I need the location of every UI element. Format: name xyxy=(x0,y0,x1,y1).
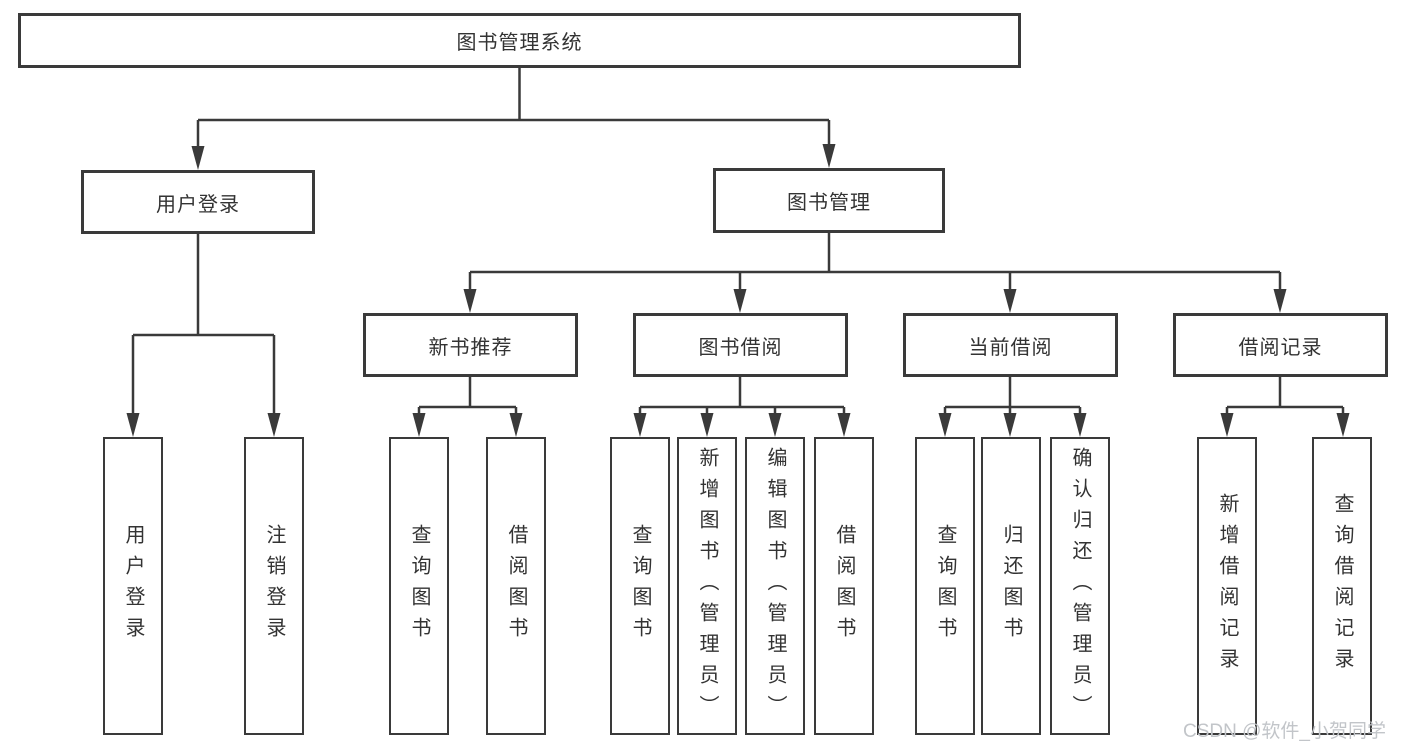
leaf-user-login: 用户登录 xyxy=(103,437,163,735)
leaf-borrow-books-borrowing: 借阅图书 xyxy=(814,437,874,735)
connector-records-to-leaves xyxy=(1225,377,1345,416)
leaf-query-books-current: 查询图书 xyxy=(915,437,975,735)
leaf-borrow-books-recommend: 借阅图书 xyxy=(486,437,546,735)
leaf-query-borrow-record: 查询借阅记录 xyxy=(1312,437,1372,735)
leaf-return-books: 归还图书 xyxy=(981,437,1041,735)
connector-current-to-leaves xyxy=(943,377,1082,416)
node-borrowing-records: 借阅记录 xyxy=(1173,313,1388,377)
leaf-add-book-admin: 新增图书（管理员） xyxy=(677,437,737,735)
node-user-login: 用户登录 xyxy=(81,170,315,234)
leaf-query-books-recommend: 查询图书 xyxy=(389,437,449,735)
leaf-query-books-borrowing: 查询图书 xyxy=(610,437,670,735)
connector-root-to-branches xyxy=(196,68,831,150)
connector-book-management-to-modules xyxy=(468,233,1282,292)
leaf-confirm-return-admin: 确认归还（管理员） xyxy=(1050,437,1110,735)
node-book-management: 图书管理 xyxy=(713,168,945,233)
leaf-add-borrow-record: 新增借阅记录 xyxy=(1197,437,1257,735)
node-root: 图书管理系统 xyxy=(18,13,1021,68)
csdn-watermark: CSDN @软件_小贺同学 xyxy=(1183,721,1386,742)
connector-new-book-to-leaves xyxy=(417,377,518,416)
connector-user-login-to-leaves xyxy=(131,234,276,416)
node-current-borrowing: 当前借阅 xyxy=(903,313,1118,377)
node-new-book-recommend: 新书推荐 xyxy=(363,313,578,377)
leaf-logout: 注销登录 xyxy=(244,437,304,735)
node-book-borrowing: 图书借阅 xyxy=(633,313,848,377)
connector-borrowing-to-leaves xyxy=(638,377,846,416)
leaf-edit-book-admin: 编辑图书（管理员） xyxy=(745,437,805,735)
